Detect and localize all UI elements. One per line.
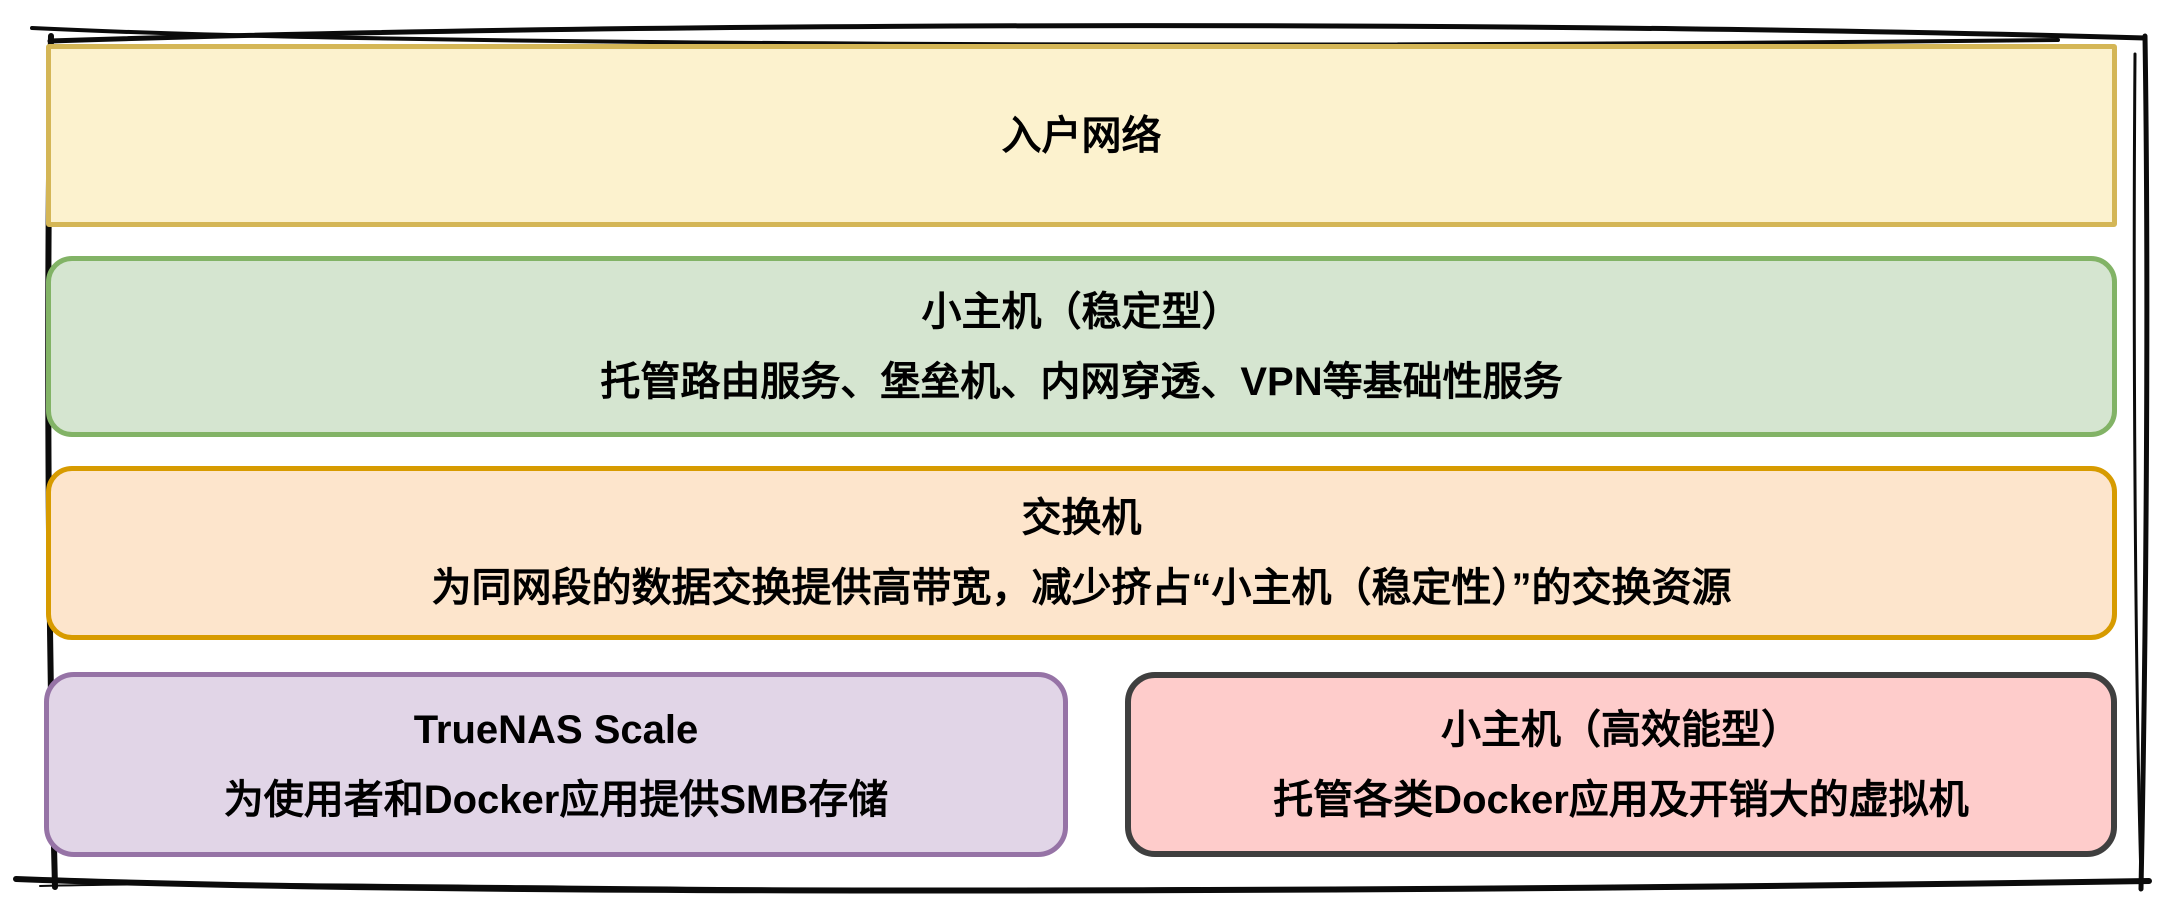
performance-host-title: 小主机（高效能型） <box>1441 707 1801 752</box>
switch-description: 为同网段的数据交换提供高带宽，减少挤占“小主机（稳定性）”的交换资源 <box>431 566 1732 610</box>
truenas-description: 为使用者和Docker应用提供SMB存储 <box>223 777 889 822</box>
box-stable-host: 小主机（稳定型） 托管路由服务、堡垒机、内网穿透、VPN等基础性服务 <box>46 256 2117 437</box>
box-home-network: 入户网络 <box>46 44 2117 227</box>
home-network-title: 入户网络 <box>1001 113 1162 158</box>
box-switch: 交换机 为同网段的数据交换提供高带宽，减少挤占“小主机（稳定性）”的交换资源 <box>46 466 2117 640</box>
performance-host-description: 托管各类Docker应用及开销大的虚拟机 <box>1273 777 1969 822</box>
box-truenas: TrueNAS Scale 为使用者和Docker应用提供SMB存储 <box>44 672 1068 857</box>
box-performance-host: 小主机（高效能型） 托管各类Docker应用及开销大的虚拟机 <box>1125 672 2117 857</box>
truenas-title: TrueNAS Scale <box>413 707 699 752</box>
stable-host-description: 托管路由服务、堡垒机、内网穿透、VPN等基础性服务 <box>600 359 1563 404</box>
stable-host-title: 小主机（稳定型） <box>921 289 1242 334</box>
switch-title: 交换机 <box>1021 496 1142 540</box>
